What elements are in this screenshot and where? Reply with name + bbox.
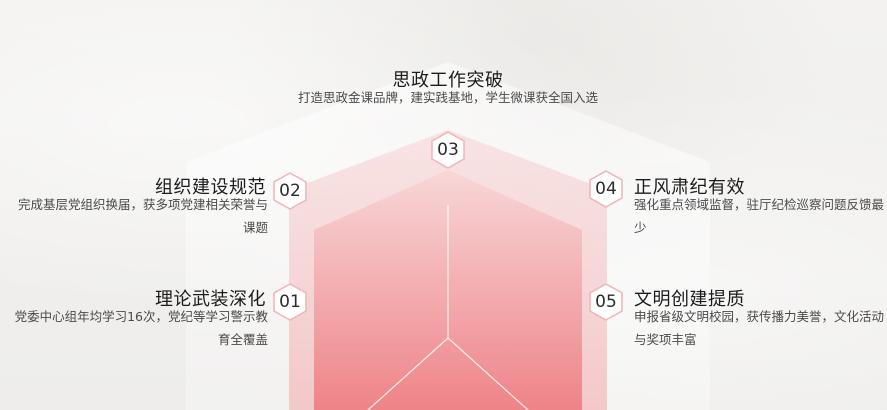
item-desc-02: 完成基层党组织换届，获多项党建相关荣誉与课题 [17, 197, 268, 235]
item-desc-04: 强化重点领域监督，驻厅纪检巡察问题反馈最少 [634, 197, 885, 235]
badge-02: 02 [270, 171, 310, 211]
item-desc-05: 申报省级文明校园，获传播力美誉，文化活动与奖项丰富 [634, 309, 885, 347]
badge-03: 03 [428, 130, 468, 170]
hexagon-badge-icon [273, 283, 307, 321]
hexagon-badge-icon [589, 170, 623, 208]
item-title-03: 思政工作突破 [392, 70, 504, 91]
hexagon-badge-icon [273, 172, 307, 210]
item-desc-01: 党委中心组年均学习16次，党纪等学习警示教育全覆盖 [14, 309, 268, 347]
item-title-05: 文明创建提质 [634, 289, 745, 310]
item-title-04: 正风肃纪有效 [634, 177, 745, 198]
badge-number: 02 [279, 181, 301, 201]
hexagon-badge-icon [431, 131, 465, 169]
badge-number: 03 [437, 140, 459, 160]
item-title-02: 组织建设规范 [155, 177, 266, 198]
badge-01: 01 [270, 282, 310, 322]
badge-number: 01 [279, 292, 301, 312]
item-desc-03: 打造思政金课品牌，建实践基地，学生微课获全国入选 [297, 90, 598, 105]
hexagon-badge-icon [589, 283, 623, 321]
badge-04: 04 [586, 169, 626, 209]
badge-05: 05 [586, 282, 626, 322]
item-title-01: 理论武装深化 [155, 289, 266, 310]
badge-number: 04 [595, 179, 617, 199]
badge-number: 05 [595, 292, 617, 312]
